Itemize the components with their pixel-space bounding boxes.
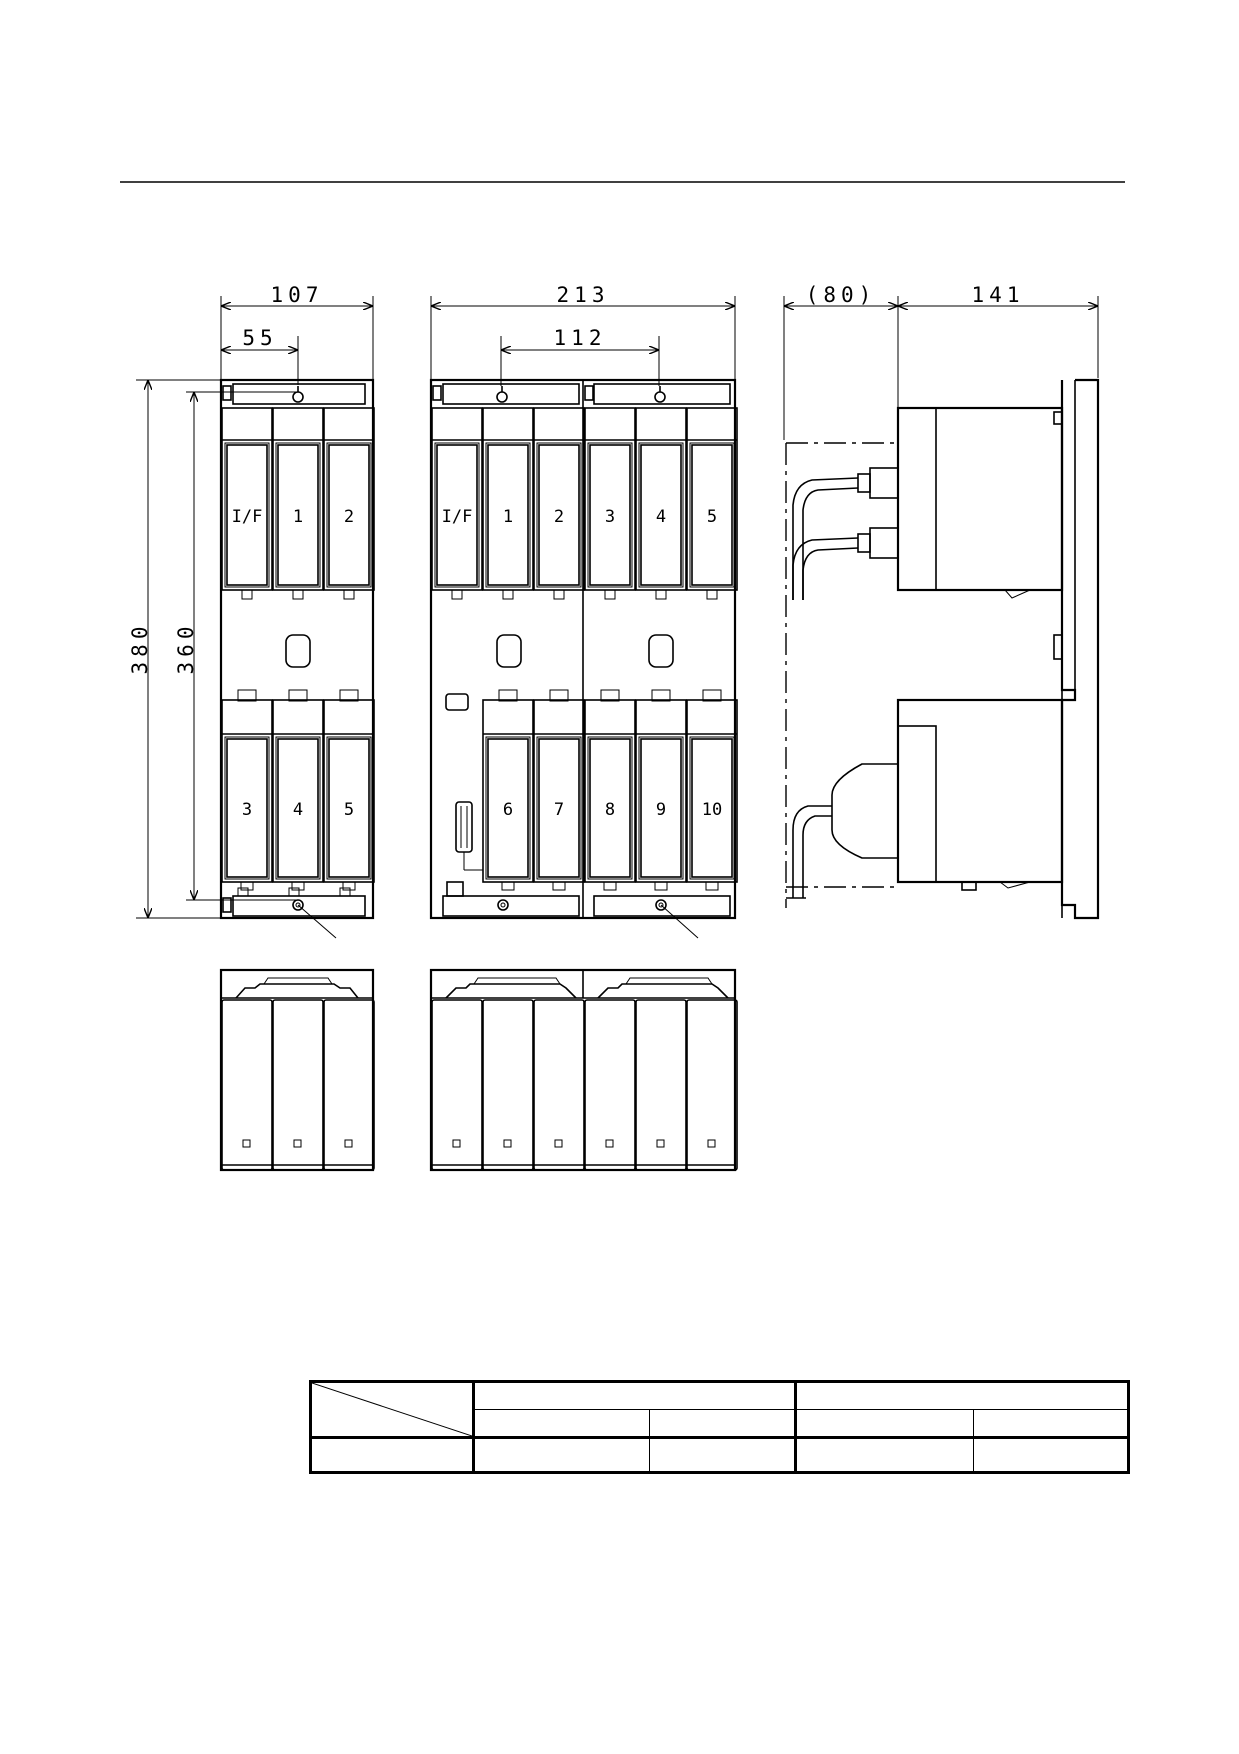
module-label: 1	[503, 507, 513, 527]
module-label: I/F	[442, 507, 473, 527]
module-bottom-column	[323, 999, 375, 1171]
module-bottom-column	[686, 999, 738, 1171]
spec-table-group-header-row	[310, 1381, 1129, 1438]
module-label: 3	[242, 800, 252, 820]
spec-table-group-header	[795, 1381, 1129, 1410]
module-slot: 2	[323, 407, 375, 600]
spec-table-cell	[473, 1436, 650, 1473]
dim-height-overall: 380	[128, 622, 152, 675]
module-slot: 8	[584, 689, 636, 891]
dim-width-wide: 213	[557, 283, 610, 307]
module-bottom-column	[584, 999, 636, 1171]
module-bottom-column	[272, 999, 324, 1171]
dimension-lines	[136, 296, 1099, 939]
module-label: 10	[702, 800, 722, 820]
module-slot: 4	[635, 407, 687, 600]
dim-width-narrow: 107	[271, 283, 324, 307]
wide-unit-front	[429, 378, 737, 920]
module-bottom-column	[635, 999, 687, 1171]
spec-table-corner-cell	[310, 1381, 475, 1438]
spec-table-cell	[973, 1436, 1129, 1473]
spec-table-cell	[649, 1436, 797, 1473]
spec-table-sub-header-row	[311, 1409, 1129, 1438]
module-label: 4	[656, 507, 666, 527]
module-slot: 3	[221, 689, 273, 891]
module-slot: 9	[635, 689, 687, 891]
side-view	[785, 378, 1100, 920]
module-bottom-column	[533, 999, 585, 1171]
spec-table-sub-header	[795, 1409, 974, 1438]
module-bottom-column	[431, 999, 483, 1171]
module-slot: 7	[533, 689, 585, 891]
spec-table-sub-header	[973, 1409, 1129, 1438]
module-slot: 10	[686, 689, 738, 891]
dim-height-mounting: 360	[174, 622, 198, 675]
module-label: 2	[344, 507, 354, 527]
module-slot: 3	[584, 407, 636, 600]
dim-pitch-wide: 112	[554, 326, 607, 350]
spec-table-group-header	[473, 1381, 797, 1410]
module-label: 3	[605, 507, 615, 527]
module-slot: 5	[323, 689, 375, 891]
dim-depth-body: 141	[972, 283, 1025, 307]
module-slot: 4	[272, 689, 324, 891]
spec-table-row-label	[310, 1436, 475, 1473]
module-label: 4	[293, 800, 303, 820]
dim-depth-cable: (80)	[806, 283, 877, 307]
module-bottom-column	[221, 999, 273, 1171]
module-label: 7	[554, 800, 564, 820]
module-bottom-column	[482, 999, 534, 1171]
spec-table-cell	[795, 1436, 974, 1473]
module-slot: 1	[272, 407, 324, 600]
module-slot: 1	[482, 407, 534, 600]
module-slot: 6	[482, 689, 534, 891]
spec-table-sub-header	[473, 1409, 650, 1438]
spec-table	[309, 1380, 1130, 1474]
spec-table-sub-header	[649, 1409, 797, 1438]
module-slot: 2	[533, 407, 585, 600]
module-slot: 5	[686, 407, 738, 600]
module-label: 8	[605, 800, 615, 820]
module-label: 5	[344, 800, 354, 820]
module-slot: I/F	[221, 407, 273, 600]
module-slot: I/F	[431, 407, 483, 600]
module-label: 5	[707, 507, 717, 527]
module-label: 1	[293, 507, 303, 527]
dim-pitch-narrow: 55	[242, 326, 277, 350]
spec-table-row	[310, 1436, 1129, 1473]
module-label: 6	[503, 800, 513, 820]
module-label: 9	[656, 800, 666, 820]
module-label: I/F	[232, 507, 263, 527]
module-label: 2	[554, 507, 564, 527]
narrow-unit-front	[219, 378, 375, 920]
